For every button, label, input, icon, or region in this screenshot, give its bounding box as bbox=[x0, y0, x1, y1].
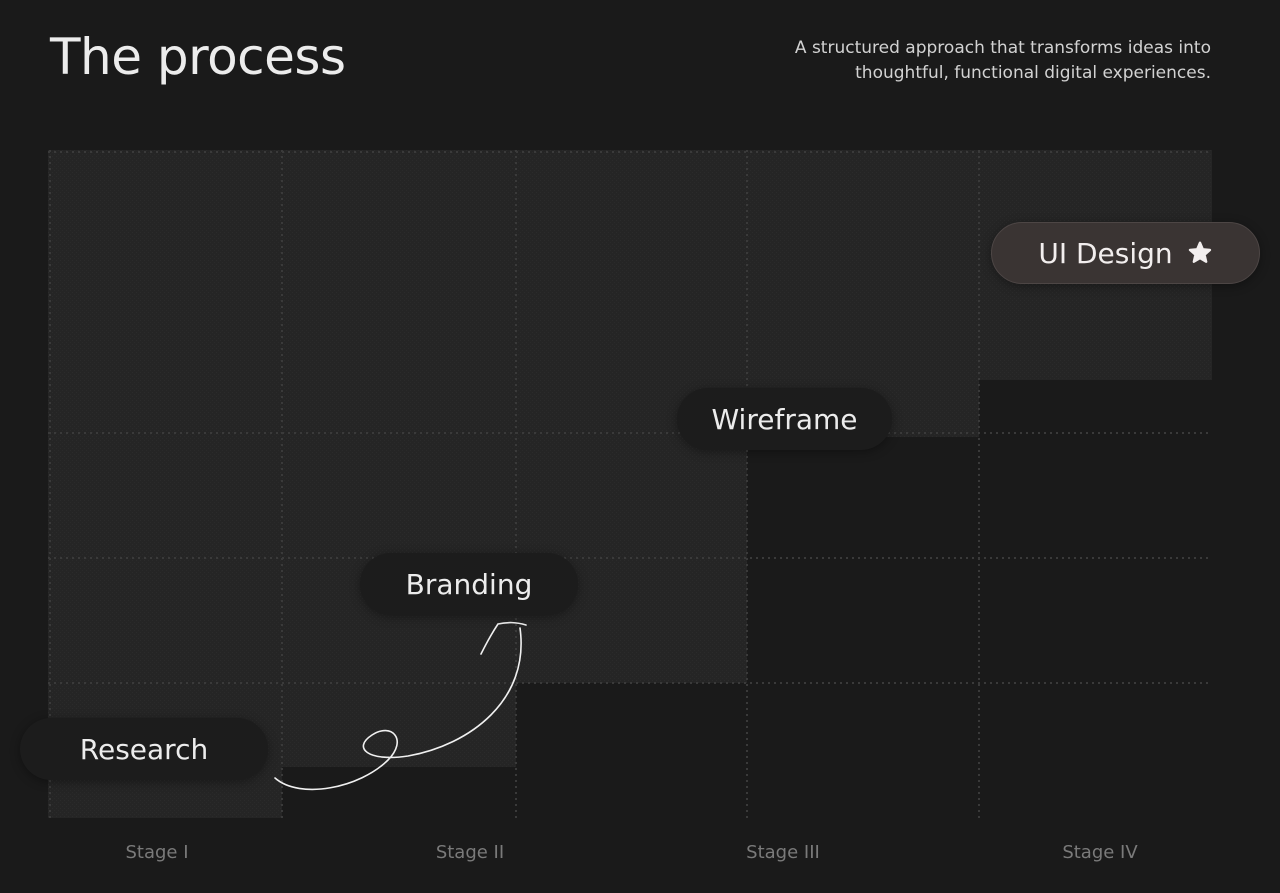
step-pill-wireframe[interactable]: Wireframe bbox=[677, 388, 892, 450]
step-label: Branding bbox=[405, 567, 533, 601]
subtitle-line-2: thoughtful, functional digital experienc… bbox=[855, 63, 1211, 83]
stage-label-3: Stage III bbox=[746, 842, 820, 863]
stage-label-2: Stage II bbox=[435, 842, 505, 863]
arrow-head-icon bbox=[480, 621, 527, 655]
step-label: Research bbox=[79, 732, 209, 766]
subtitle-line-1: A structured approach that transforms id… bbox=[794, 38, 1211, 58]
step-pill-branding[interactable]: Branding bbox=[360, 553, 578, 615]
grid-lines bbox=[48, 150, 1212, 818]
stage-label-1: Stage I bbox=[125, 842, 189, 863]
step-pill-research[interactable]: Research bbox=[20, 718, 268, 780]
page-subtitle: A structured approach that transforms id… bbox=[691, 36, 1211, 86]
step-label: Wireframe bbox=[711, 402, 858, 436]
stage-2-block bbox=[282, 150, 516, 767]
star-badge-icon bbox=[1187, 240, 1213, 266]
step-pill-ui-design[interactable]: UI Design bbox=[991, 222, 1260, 284]
page-title: The process bbox=[50, 28, 346, 86]
stage-label-4: Stage IV bbox=[1062, 842, 1138, 863]
curly-arrow-icon bbox=[274, 627, 522, 791]
step-label: UI Design bbox=[1038, 236, 1173, 270]
stage-1-block bbox=[48, 150, 282, 818]
